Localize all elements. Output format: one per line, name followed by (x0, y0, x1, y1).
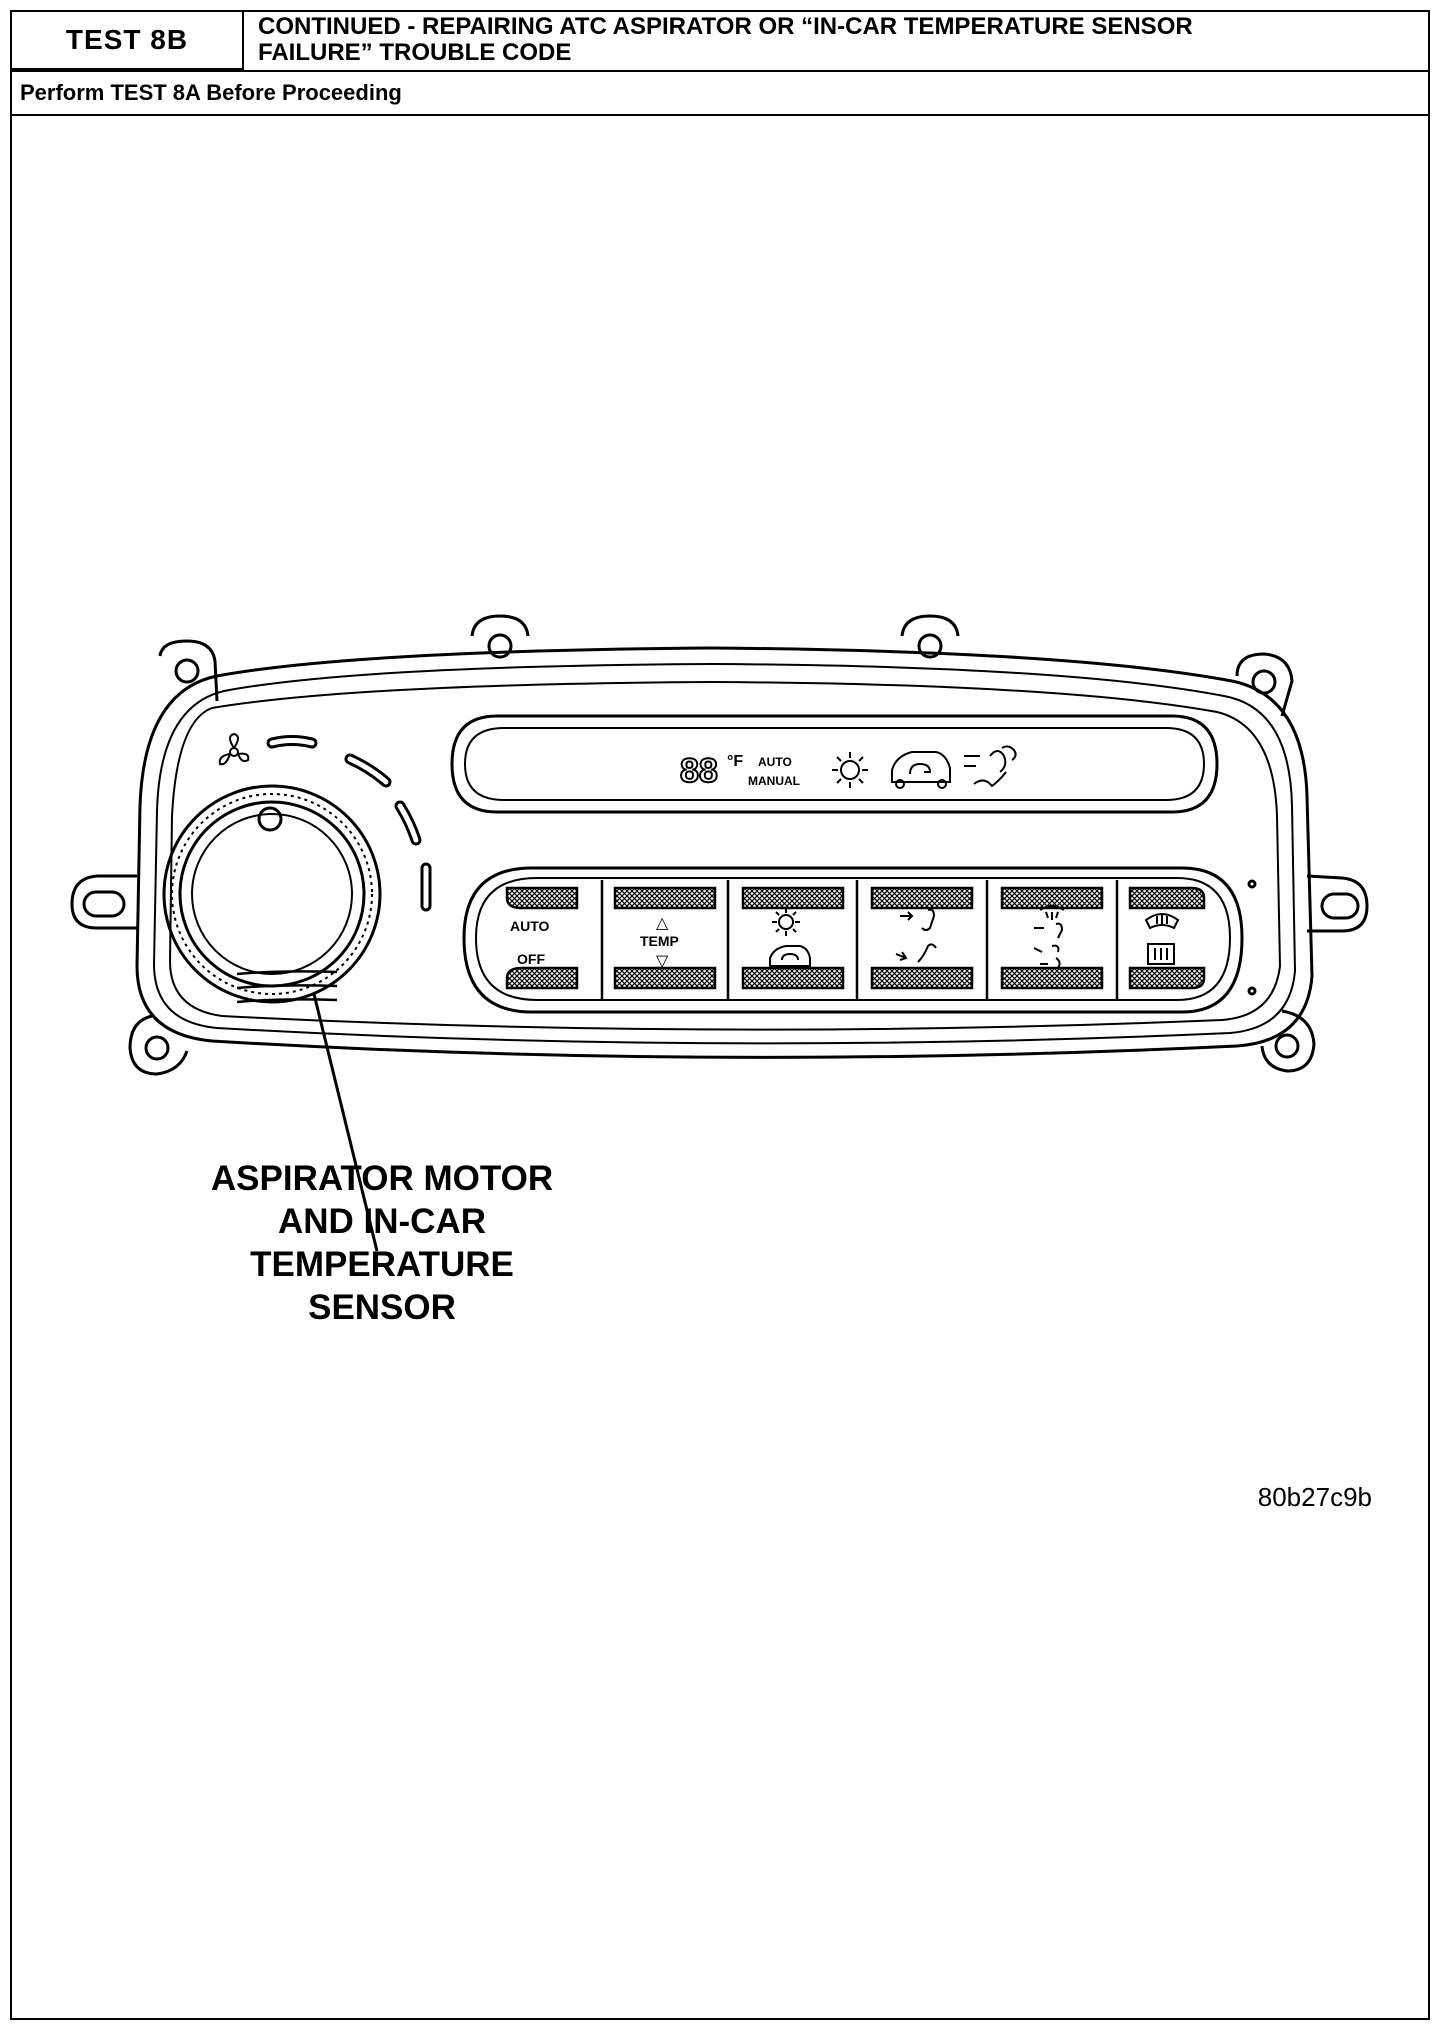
button-labels: AUTO OFF △ TEMP ▽ (510, 905, 1180, 970)
button-pads (505, 886, 1206, 990)
bezel-inner (152, 662, 1297, 1045)
test-title: CONTINUED - REPAIRING ATC ASPIRATOR OR “… (258, 14, 1418, 70)
lcd-mode-auto: AUTO (758, 755, 792, 769)
test-title-line-1: CONTINUED - REPAIRING ATC ASPIRATOR OR “… (258, 13, 1193, 40)
bezel-lip (168, 680, 1282, 1031)
pad-auto-bottom (505, 966, 579, 990)
button-temp-label: TEMP (640, 933, 679, 949)
prerequisite-text: Perform TEST 8A Before Proceeding (20, 80, 402, 105)
pad-mode-a-bottom (870, 966, 974, 990)
mounting-tab-bottom-right (1260, 1009, 1316, 1073)
button-bank (462, 866, 1257, 1014)
aspirator-grille (236, 970, 338, 1004)
knob-indicator (257, 806, 283, 832)
pad-temp-bottom (613, 966, 717, 990)
bezel-outer (135, 646, 1314, 1059)
mounting-tab-right (1306, 874, 1369, 933)
pad-mode-b-top (1000, 886, 1104, 910)
rear-defrost-icon (1147, 943, 1175, 965)
floor-mode-icon (895, 943, 937, 963)
lcd-content: 88 °F AUTO MANUAL (679, 745, 1017, 791)
car-recirculation-icon (891, 751, 951, 789)
button-auto-label: AUTO (510, 918, 550, 934)
callout-leader-line (312, 993, 379, 1252)
sun-sensor-icon (832, 752, 868, 788)
defrost-panel-icon (1034, 905, 1065, 939)
ac-icon (772, 908, 800, 936)
display-window (450, 714, 1219, 814)
temp-down-arrow-icon: ▽ (656, 951, 669, 970)
callout-line-3: TEMPERATURE (250, 1245, 514, 1284)
mounting-tab-left (70, 874, 137, 930)
defrost-floor-icon (1033, 944, 1061, 969)
pad-defrost-bottom (1128, 966, 1206, 990)
test-id: TEST 8B (65, 24, 189, 55)
pad-recirc-top (741, 886, 845, 910)
mounting-tab-top-center-left (470, 614, 530, 659)
callout-line-4: SENSOR (308, 1288, 456, 1327)
airflow-mode-icon (964, 745, 1017, 788)
pad-defrost-top (1128, 886, 1206, 910)
callout-label: ASPIRATOR MOTOR AND IN-CAR TEMPERATURE S… (142, 1157, 622, 1329)
test-title-line-2: FAILURE” TROUBLE CODE (258, 39, 572, 66)
prerequisite-row: Perform TEST 8A Before Proceeding (12, 70, 1428, 116)
lcd-digits: 88 (680, 752, 718, 790)
mounting-tab-bottom-left (128, 1014, 189, 1076)
figure-id: 80b27c9b (1257, 1482, 1372, 1512)
callout-line-2: AND IN-CAR (277, 1202, 487, 1241)
pad-temp-top (613, 886, 717, 910)
pad-mode-b-bottom (1000, 966, 1104, 990)
button-off-label: OFF (517, 951, 545, 967)
header-row: TEST 8B CONTINUED - REPAIRING ATC ASPIRA… (12, 12, 1428, 70)
blower-speed-knob (162, 784, 382, 1004)
mounting-tab-top-left (158, 639, 219, 702)
button-dividers (600, 880, 1119, 1000)
mounting-tab-top-center-right (900, 614, 960, 659)
recirculation-icon (769, 945, 811, 967)
panel-mode-icon (900, 908, 936, 931)
pad-auto-top (505, 886, 579, 910)
callout-line-1: ASPIRATOR MOTOR (210, 1159, 554, 1198)
fan-icon (218, 732, 250, 766)
windshield-defrost-icon (1144, 913, 1180, 930)
pad-mode-a-top (870, 886, 974, 910)
temp-up-arrow-icon: △ (656, 913, 669, 932)
pad-recirc-bottom (741, 966, 845, 990)
lcd-mode-manual: MANUAL (748, 774, 800, 788)
atc-control-panel-diagram: 88 °F AUTO MANUAL (70, 614, 1369, 1252)
lcd-unit: °F (727, 753, 743, 770)
page-frame: TEST 8B CONTINUED - REPAIRING ATC ASPIRA… (10, 10, 1430, 2020)
blower-speed-indicators (266, 735, 432, 912)
test-id-box: TEST 8B (12, 12, 244, 70)
